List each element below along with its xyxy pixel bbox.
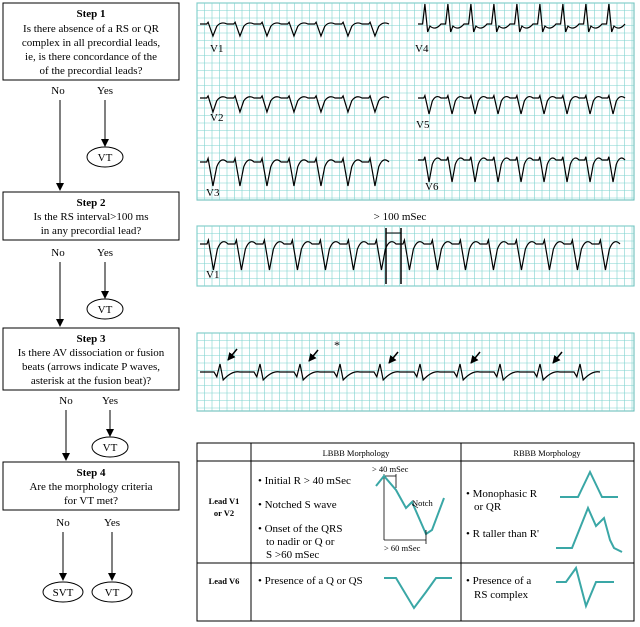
p-wave-arrow-3 — [388, 351, 399, 364]
step3-line-1: Is there AV dissociation or fusion — [18, 347, 165, 359]
step3-outcome-oval — [91, 436, 129, 458]
trace-v3 — [200, 156, 390, 187]
step2-no-label: No — [51, 247, 65, 259]
step1-box — [2, 2, 180, 81]
p-wave-arrow-5 — [552, 351, 563, 364]
step1-title: Step 1 — [76, 8, 105, 20]
lead-label-v4: V4 — [415, 43, 429, 55]
rs-interval-trace — [200, 237, 621, 271]
lead-label-v1: V1 — [210, 43, 223, 55]
step2-title: Step 2 — [76, 197, 106, 209]
header-lbbb: LBBB Morphology — [323, 448, 391, 458]
step4-yes-label: Yes — [104, 517, 120, 529]
row1-lbbb-1: • Initial R > 40 mSec — [258, 475, 351, 487]
precordial-leads-panel — [196, 2, 635, 201]
trace-v6 — [418, 156, 626, 183]
step1-yes-label: Yes — [97, 85, 113, 97]
diagram-label-top: > 40 mSec — [372, 464, 409, 474]
step3-line-2: beats (arrows indicate P waves, — [22, 361, 160, 373]
step1-no-label: No — [51, 85, 65, 97]
step3-no-label: No — [59, 395, 73, 407]
row1-lbbb-5: S >60 mSec — [266, 549, 319, 561]
step1-line-2: complex in all precordial leads, — [22, 37, 161, 49]
step1-line-4: of the precordial leads? — [40, 65, 143, 77]
p-wave-arrow-2 — [308, 349, 319, 362]
step4-svt-oval — [42, 581, 84, 603]
morphology-table: LBBB Morphology RBBB Morphology Lead V1 … — [196, 442, 635, 622]
lbbb-v1-diagram: > 40 mSec Notch > 60 mSec — [372, 464, 445, 553]
row2-lead: Lead V6 — [209, 576, 240, 586]
ecg-panels: V1 V2 V3 V4 V5 V6 > 100 mSec V1 * — [196, 2, 635, 412]
step2-line-2: in any precordial lead? — [41, 225, 142, 237]
step3-title: Step 3 — [76, 333, 106, 345]
step4-outcome-no: SVT — [53, 587, 74, 599]
step3-box — [2, 327, 180, 391]
step3-outcome: VT — [103, 442, 118, 454]
rs-lead-label: V1 — [206, 269, 219, 281]
header-rbbb: RBBB Morphology — [513, 448, 581, 458]
table-border — [196, 442, 635, 622]
step1-line-3: ie, is there concordance of the — [25, 51, 157, 63]
row1-lbbb-4: to nadir or Q or — [266, 536, 335, 548]
trace-av-dissociation — [200, 363, 601, 382]
row1-rbbb-2: or QR — [474, 501, 502, 513]
p-wave-arrow-4 — [470, 351, 481, 364]
diagram-label-notch: Notch — [412, 498, 434, 508]
step4-vt-oval — [91, 581, 133, 603]
row1-lbbb-3: • Onset of the QRS — [258, 523, 343, 535]
step3-line-3: asterisk at the fusion beat)? — [31, 375, 151, 387]
rbbb-r-taller-wave — [556, 505, 623, 553]
step4-title: Step 4 — [76, 467, 106, 479]
p-wave-arrows — [227, 348, 563, 364]
step2-line-1: Is the RS interval>100 ms — [34, 211, 149, 223]
rbbb-v6-rs-wave — [556, 565, 614, 610]
row2-rbbb-2: RS complex — [474, 589, 529, 601]
lead-label-v3: V3 — [206, 187, 220, 199]
step4-outcome-yes: VT — [105, 587, 120, 599]
row1-lbbb-2: • Notched S wave — [258, 499, 337, 511]
precordial-traces — [200, 3, 626, 187]
row2-lbbb-1: • Presence of a Q or QS — [258, 575, 363, 587]
trace-v5 — [418, 93, 626, 115]
lead-label-v2: V2 — [210, 112, 223, 124]
row2-rbbb-1: • Presence of a — [466, 575, 531, 587]
lead-label-v5: V5 — [416, 119, 430, 131]
rs-interval-grid — [196, 225, 634, 287]
trace-v1 — [200, 20, 390, 38]
flowchart: Step 1 Is there absence of a RS or QR co… — [2, 2, 180, 603]
precordial-grid — [196, 2, 634, 200]
lbbb-v6-qs-wave — [384, 577, 452, 610]
step2-outcome-oval — [86, 298, 124, 320]
trace-rs-v1 — [200, 237, 621, 271]
step4-no-label: No — [56, 517, 70, 529]
step4-line-2: for VT met? — [64, 495, 118, 507]
row1-rbbb-3: • R taller than R' — [466, 528, 539, 540]
fusion-beat-asterisk: * — [334, 338, 340, 352]
trace-v2 — [200, 94, 390, 114]
p-wave-arrow-1 — [227, 348, 238, 361]
step1-outcome: VT — [98, 152, 113, 164]
step2-box — [2, 191, 180, 241]
step3-yes-label: Yes — [102, 395, 118, 407]
diagram-notch-pointer — [411, 503, 419, 509]
step4-box — [2, 461, 180, 511]
av-dissociation-trace — [200, 363, 601, 382]
row1-lead-line2: or V2 — [214, 508, 234, 518]
diagram-label-bottom: > 60 mSec — [384, 543, 421, 553]
rs-interval-label: > 100 mSec — [374, 211, 427, 223]
rbbb-monophasic-wave — [560, 469, 618, 498]
step1-outcome-oval — [86, 146, 124, 168]
step4-line-1: Are the morphology criteria — [29, 481, 152, 493]
row1-lead-line1: Lead V1 — [209, 496, 240, 506]
trace-v4 — [418, 3, 626, 33]
lead-label-v6: V6 — [425, 181, 439, 193]
step1-line-1: Is there absence of a RS or QR — [23, 23, 160, 35]
lbbb-v1-wave — [375, 474, 445, 536]
step2-yes-label: Yes — [97, 247, 113, 259]
row1-rbbb-1: • Monophasic R — [466, 488, 538, 500]
step2-outcome: VT — [98, 304, 113, 316]
